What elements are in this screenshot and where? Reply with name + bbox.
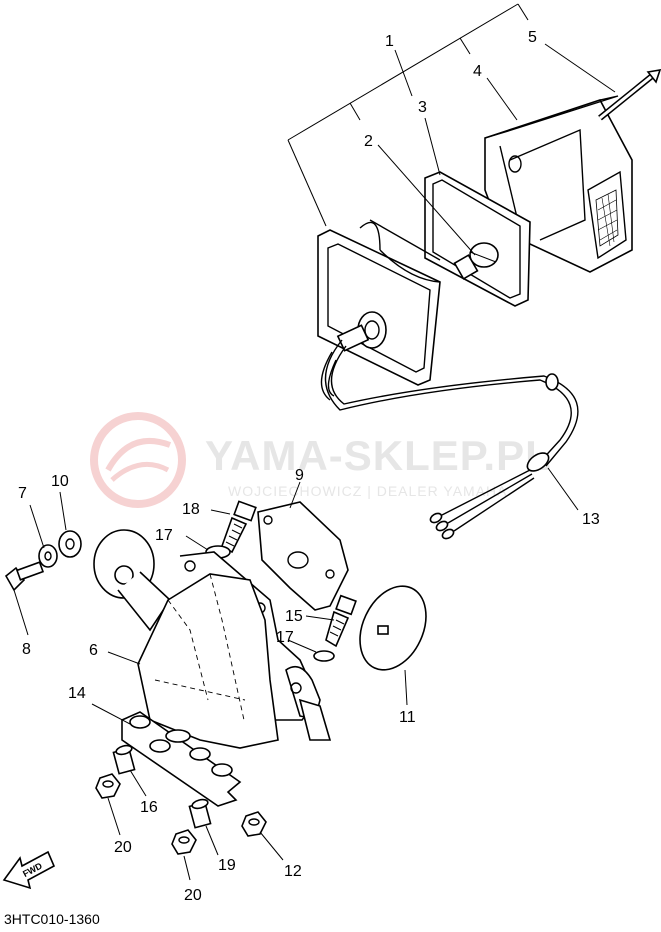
washer-17-lower [313, 650, 335, 662]
license-bar [121, 711, 242, 807]
watermark-title: YAMA-SKLEP.PL [205, 432, 552, 479]
bulb [453, 242, 499, 280]
screw-long [598, 69, 661, 121]
callout-3: 3 [418, 99, 427, 116]
bolt-8 [4, 561, 45, 592]
fwd-arrow-icon: FWD [2, 850, 56, 890]
callout-15: 15 [285, 608, 303, 625]
callout-4: 4 [473, 63, 482, 80]
wire-harness [320, 339, 579, 540]
callout-10: 10 [51, 473, 69, 490]
leader-lines [13, 43, 616, 881]
callout-1: 1 [385, 33, 394, 50]
callout-2: 2 [364, 133, 373, 150]
callout-17-lower: 17 [276, 629, 294, 646]
callouts: 1 2 3 4 5 6 7 8 9 10 11 12 13 14 15 16 1… [18, 29, 600, 904]
tail-light-base [317, 219, 441, 386]
reflector [359, 585, 427, 671]
gasket [424, 171, 531, 307]
callout-12: 12 [284, 863, 302, 880]
watermark-subtitle: WOJCIECHOWICZ | DEALER YAMAHA [228, 483, 507, 499]
nut-20-upper [95, 773, 121, 799]
watermark: YAMA-SKLEP.PL WOJCIECHOWICZ | DEALER YAM… [90, 412, 552, 508]
callout-14: 14 [68, 685, 86, 702]
spacer-19 [188, 798, 212, 829]
callout-16: 16 [140, 799, 158, 816]
washer-7 [38, 544, 58, 568]
callout-19: 19 [218, 857, 236, 874]
nut-12 [241, 811, 267, 837]
callout-8: 8 [22, 641, 31, 658]
bolt-15 [325, 594, 357, 648]
lens-reflector [595, 189, 619, 247]
bolt-18 [221, 500, 257, 554]
callout-5: 5 [528, 29, 537, 46]
callout-11: 11 [399, 709, 416, 726]
callout-7: 7 [18, 485, 27, 502]
spacer-16 [112, 744, 136, 775]
grommet-10 [58, 530, 82, 558]
callout-20-upper: 20 [114, 839, 132, 856]
callout-13: 13 [582, 511, 600, 528]
callout-9: 9 [295, 467, 304, 484]
callout-6: 6 [89, 642, 98, 659]
diagram-code: 3HTC010-1360 [4, 911, 100, 927]
callout-20-lower: 20 [184, 887, 202, 904]
nut-20-lower [171, 829, 197, 855]
callout-17-upper: 17 [155, 527, 173, 544]
callout-18: 18 [182, 501, 200, 518]
bracket-plate [257, 501, 349, 611]
